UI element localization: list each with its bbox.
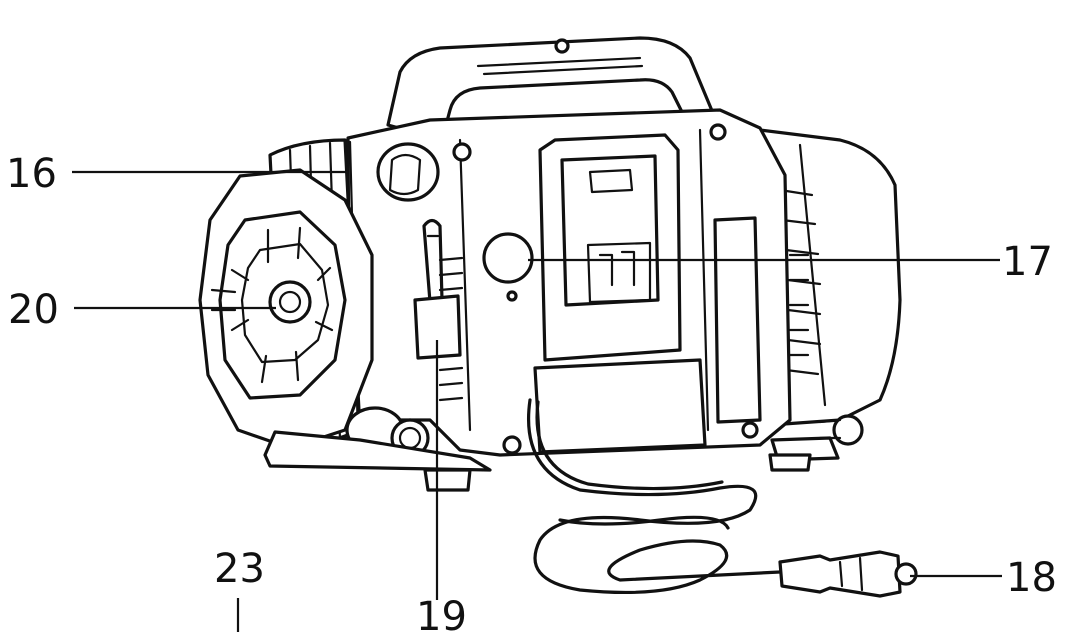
round-button xyxy=(482,232,534,302)
battery-slot xyxy=(538,133,682,362)
callout-20: 20 xyxy=(8,287,59,333)
callout-19: 19 xyxy=(416,594,467,632)
lower-panels xyxy=(533,216,762,454)
callout-labels: 16 17 20 18 19 23 xyxy=(6,151,1057,632)
right-motor-housing xyxy=(758,128,902,427)
hose-holder xyxy=(376,142,440,202)
compressor-illustration xyxy=(198,36,918,598)
leader-lines xyxy=(72,170,1002,632)
car-plug xyxy=(778,550,918,598)
air-hose-nozzle xyxy=(413,218,464,402)
base-feet xyxy=(263,414,864,492)
callout-16: 16 xyxy=(6,151,57,197)
power-cord xyxy=(527,398,782,595)
callout-23: 23 xyxy=(214,546,265,592)
fan-guard xyxy=(198,168,374,450)
callout-18: 18 xyxy=(1006,555,1057,601)
callout-17: 17 xyxy=(1002,239,1053,285)
